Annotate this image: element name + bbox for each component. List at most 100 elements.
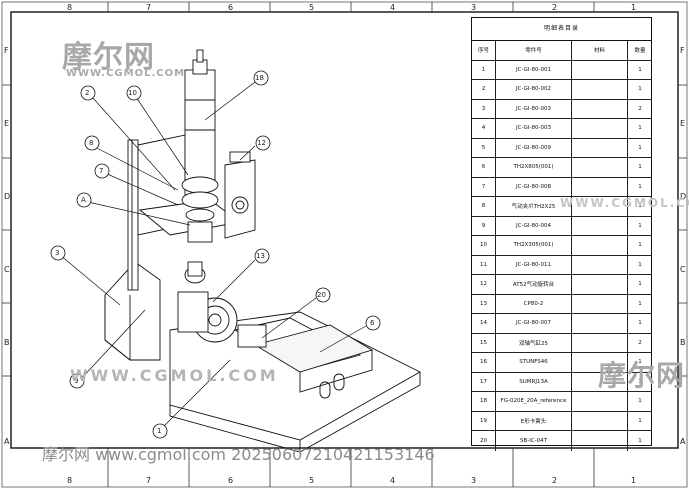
zone-label: 1 bbox=[631, 476, 637, 485]
cell-part: E形卡簧头 bbox=[496, 411, 572, 430]
zone-label: 6 bbox=[228, 3, 234, 12]
cell-part: JC-GI-80-002 bbox=[496, 80, 572, 99]
balloon-18 bbox=[253, 70, 269, 86]
balloon-20 bbox=[315, 287, 331, 303]
cell-no: 4 bbox=[472, 119, 496, 138]
zone-label: A bbox=[4, 437, 10, 446]
cell-material bbox=[572, 314, 628, 333]
header-part: 零件号 bbox=[496, 41, 572, 60]
cell-part: JC-GI-80-007 bbox=[496, 314, 572, 333]
zone-label: C bbox=[680, 265, 686, 274]
balloon-label: A bbox=[81, 196, 86, 204]
balloon-10 bbox=[126, 85, 142, 101]
cell-qty: 1 bbox=[638, 203, 642, 210]
cell-qty: 1 bbox=[638, 320, 642, 327]
balloon-9 bbox=[69, 373, 85, 389]
cell-material bbox=[572, 60, 628, 79]
cell-qty: 1 bbox=[638, 281, 642, 288]
cell-no: 11 bbox=[472, 255, 496, 274]
balloon-A bbox=[76, 192, 92, 208]
cell-part: JC-GI-80-008 bbox=[496, 177, 572, 196]
balloon-label: 3 bbox=[55, 249, 60, 257]
cell-material bbox=[572, 197, 628, 216]
cell-qty: 1 bbox=[638, 66, 642, 73]
zone-label: D bbox=[4, 192, 11, 201]
cell-no: 19 bbox=[472, 411, 496, 430]
cell-material bbox=[572, 333, 628, 352]
cell-qty: 1 bbox=[638, 359, 642, 366]
zone-label: A bbox=[680, 437, 686, 446]
cell-no: 16 bbox=[472, 353, 496, 372]
zone-label: 2 bbox=[552, 476, 558, 485]
balloon-2 bbox=[80, 85, 96, 101]
bom-header-row: 序号 零件号 材料 数量 bbox=[472, 41, 651, 61]
vertical-column bbox=[127, 139, 139, 291]
cell-part: JC-GI-80-003 bbox=[496, 99, 572, 118]
zone-label: 8 bbox=[67, 476, 73, 485]
cell-no: 10 bbox=[472, 236, 496, 255]
cell-part: JC-GI-80-011 bbox=[496, 255, 572, 274]
zone-label: E bbox=[680, 119, 686, 128]
cell-no: 3 bbox=[472, 99, 496, 118]
cell-no: 20 bbox=[472, 431, 496, 451]
zone-label: B bbox=[4, 338, 10, 347]
watermark-right-cn: 摩尔网 bbox=[598, 359, 686, 392]
cell-part: TH2X305(001) bbox=[496, 236, 572, 255]
cell-part: 气动夹爪TH2X25 bbox=[496, 197, 572, 216]
cell-no: 17 bbox=[472, 372, 496, 391]
balloon-7 bbox=[94, 163, 110, 179]
cell-no: 2 bbox=[472, 80, 496, 99]
cell-qty: 2 bbox=[638, 339, 642, 346]
cell-part: CP80-2 bbox=[496, 294, 572, 313]
cell-part: FG-020E_20A_reference bbox=[496, 392, 572, 411]
cell-qty: 1 bbox=[638, 437, 642, 444]
callout-balloons bbox=[50, 70, 381, 439]
cell-qty: 2 bbox=[638, 105, 642, 112]
header-material: 材料 bbox=[572, 41, 628, 60]
zone-label: 5 bbox=[309, 3, 315, 12]
cell-part: JC-GI-80-001 bbox=[496, 60, 572, 79]
balloon-label: 20 bbox=[317, 291, 326, 299]
header-no: 序号 bbox=[472, 41, 496, 60]
balloon-label: 18 bbox=[255, 74, 264, 82]
watermark-right-en: WWW.CGMOL.COM bbox=[560, 196, 689, 210]
zone-label: 4 bbox=[390, 3, 396, 12]
cell-part: TH2X805(001) bbox=[496, 158, 572, 177]
zone-label: 8 bbox=[67, 3, 73, 12]
cell-part: JC-GI-80-004 bbox=[496, 216, 572, 235]
cell-material bbox=[572, 99, 628, 118]
zone-label: 1 bbox=[631, 3, 637, 12]
cell-no: 14 bbox=[472, 314, 496, 333]
balloon-13 bbox=[254, 248, 270, 264]
cell-material bbox=[572, 216, 628, 235]
balloon-6 bbox=[365, 315, 381, 331]
zone-label: 2 bbox=[552, 3, 558, 12]
balloon-3 bbox=[50, 245, 66, 261]
cell-no: 9 bbox=[472, 216, 496, 235]
cell-no: 8 bbox=[472, 197, 496, 216]
cell-qty: 1 bbox=[638, 378, 642, 385]
zone-label: 3 bbox=[471, 476, 477, 485]
cell-no: 13 bbox=[472, 294, 496, 313]
cell-qty: 1 bbox=[638, 242, 642, 249]
cell-no: 6 bbox=[472, 158, 496, 177]
zone-label: 7 bbox=[146, 476, 152, 485]
watermark-footer: 摩尔网 www.cgmol.com 20250607210421153146 bbox=[42, 445, 435, 464]
zone-label: 5 bbox=[309, 476, 315, 485]
rotary-unit bbox=[224, 159, 256, 239]
bom-title: 明细表目录 bbox=[472, 18, 651, 41]
cell-material bbox=[572, 294, 628, 313]
